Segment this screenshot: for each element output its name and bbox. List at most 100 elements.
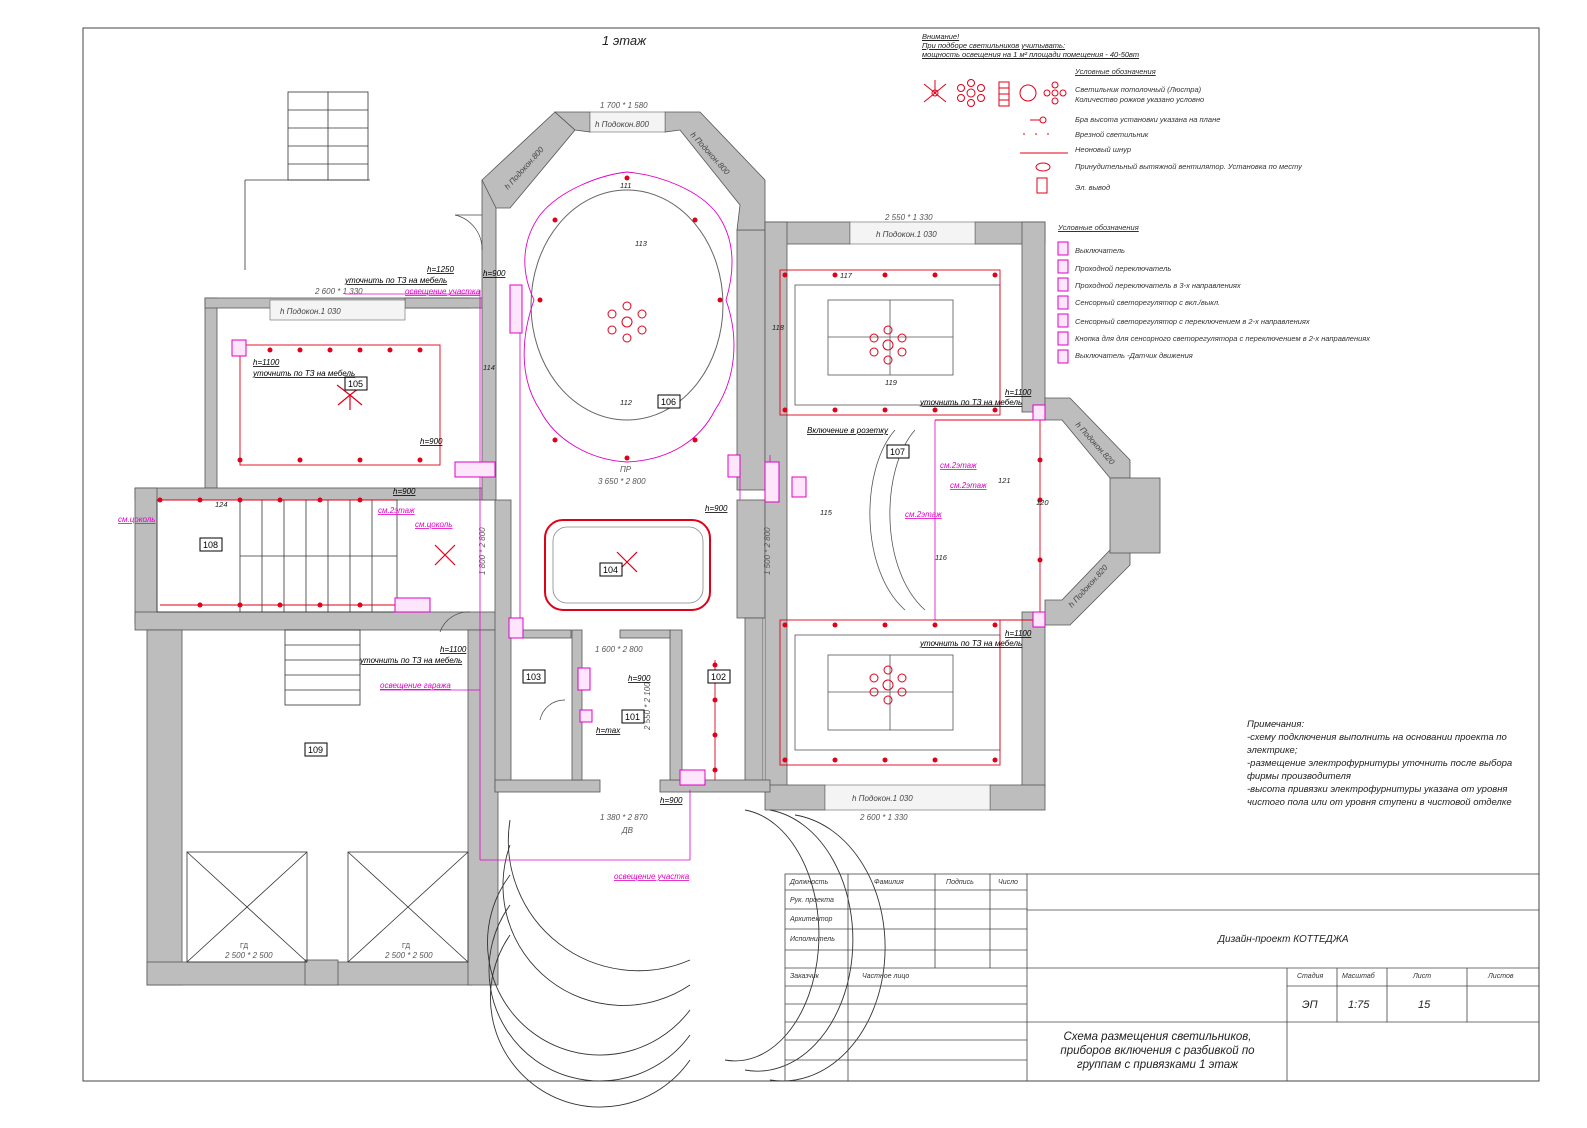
height-mark: h=900 xyxy=(420,437,443,446)
legend-symbols xyxy=(923,79,1068,194)
stamp-client-value: Частное лицо xyxy=(862,973,910,980)
staircase-garage xyxy=(284,629,361,706)
stamp-header: Листов xyxy=(1488,973,1514,980)
annotation: см.цоколь xyxy=(118,515,156,524)
stamp-row: Исполнитель xyxy=(790,936,835,943)
living-ceiling xyxy=(794,284,1001,751)
annotation: уточнить по ТЗ на мебель xyxy=(359,656,462,665)
switch-legend-item: Выключатель -Датчик движения xyxy=(1075,351,1193,360)
window-label: h Подокон.1 030 xyxy=(876,230,937,239)
switch-legend-item: Кнопка для для сенсорного светорегулятор… xyxy=(1075,334,1371,343)
chandelier-icon xyxy=(607,301,647,343)
annotation: уточнить по ТЗ на мебель xyxy=(919,639,1022,648)
dimension-label: 2 550 * 1 330 xyxy=(884,213,933,222)
group-label: 111 xyxy=(620,181,631,190)
annotation: Включение в розетку xyxy=(807,426,889,435)
title-block xyxy=(784,873,1540,1082)
stamp-header: Масштаб xyxy=(1342,973,1375,980)
annotation: уточнить по ТЗ на мебель xyxy=(919,398,1022,407)
annotation: освещение гаража xyxy=(380,681,451,690)
group-label: 124 xyxy=(215,500,228,509)
notes-line: -схему подключения выполнить на основани… xyxy=(1247,732,1507,756)
notes-line: -размещение электрофурнитуры уточнить по… xyxy=(1247,758,1513,782)
dimension-label: 1 380 * 2 870 xyxy=(600,813,648,822)
room-label: 109 xyxy=(308,745,323,755)
room-label: 106 xyxy=(661,397,676,407)
garage-doors xyxy=(186,851,469,963)
stamp-client-label: Заказчик xyxy=(790,973,819,980)
switch-legend-title: Условные обозначения xyxy=(1058,223,1139,232)
height-mark: h=max xyxy=(596,726,621,735)
annotation: освещение участка xyxy=(405,287,481,296)
garage-door-label: ГД xyxy=(402,943,410,950)
switch-boxes xyxy=(231,284,1046,786)
dimension-label: 2 600 * 1 330 xyxy=(314,287,363,296)
drawing-title: Схема размещения светильников, приборов … xyxy=(1060,1031,1255,1071)
door-swings xyxy=(439,214,566,721)
chandelier-icon xyxy=(869,325,907,365)
scale-value: 1:75 xyxy=(1348,999,1370,1011)
dimension-label: 1 600 * 2 800 xyxy=(595,645,643,654)
dimension-label: 2 600 * 1 330 xyxy=(859,813,908,822)
hall-ceiling xyxy=(523,171,735,463)
switch-wiring xyxy=(345,285,936,861)
stamp-row: Архитектор xyxy=(790,916,833,923)
light-circuits xyxy=(160,269,1041,780)
height-mark: h=900 xyxy=(393,487,416,496)
group-label: 115 xyxy=(820,508,833,517)
dimension-label: 1 800 * 2 800 xyxy=(478,527,487,575)
group-label: 117 xyxy=(840,271,853,280)
group-label: 114 xyxy=(483,363,495,372)
stamp-header: Должность xyxy=(790,879,829,886)
room-label: 101 xyxy=(625,712,640,722)
sheet-frame xyxy=(82,27,1540,1082)
staircase-left xyxy=(156,499,398,613)
garage-door-label: ГД xyxy=(240,943,248,950)
legend-item: Светильник потолочный (Люстра) xyxy=(1075,85,1202,94)
height-mark: h=1100 xyxy=(1005,629,1032,638)
annotation: уточнить по ТЗ на мебель xyxy=(344,276,447,285)
room-label: 104 xyxy=(603,565,618,575)
height-mark: h=900 xyxy=(660,796,683,805)
group-label: 118 xyxy=(772,323,785,332)
legend-item: Эл. вывод xyxy=(1075,183,1111,192)
stamp-header: Стадия xyxy=(1297,973,1324,980)
annotation: см.2этаж xyxy=(950,481,987,490)
stamp-header: Лист xyxy=(1413,973,1432,980)
annotation: см.2этаж xyxy=(940,461,977,470)
warning-title: Внимание! xyxy=(922,32,960,41)
legend-item: Врезной светильник xyxy=(1075,130,1149,139)
annotation: уточнить по ТЗ на мебель xyxy=(252,369,355,378)
project-name: Дизайн-проект КОТТЕДЖА xyxy=(1218,934,1349,945)
switch-legend-item: Проходной переключатель xyxy=(1075,264,1172,273)
group-label: 119 xyxy=(885,378,898,387)
plan-title: 1 этаж xyxy=(602,33,647,48)
annotation: см.2этаж xyxy=(905,510,942,519)
stamp-header: Число xyxy=(998,879,1018,886)
dimension-label: 2 550 * 2 100 xyxy=(643,682,652,731)
group-label: 113 xyxy=(635,239,648,248)
hall-ceiling-lower xyxy=(544,519,711,611)
switch-legend-item: Сенсорный светорегулятор с вкл./выкл. xyxy=(1075,298,1221,307)
window-label: h Подокон.1 030 xyxy=(852,794,913,803)
switch-legend-item: Выключатель xyxy=(1075,246,1125,255)
stamp-row: Рук. проекта xyxy=(790,897,834,904)
notes-block: Примечания: -схему подключения выполнить… xyxy=(1247,718,1537,809)
dimension-label: 3 650 * 2 800 xyxy=(598,477,646,486)
dimension-label: 2 500 * 2 500 xyxy=(224,951,273,960)
room-label: 105 xyxy=(348,379,363,389)
height-mark: h=900 xyxy=(705,504,728,513)
room-label: 108 xyxy=(203,540,218,550)
stamp-header: Фамилия xyxy=(874,879,904,886)
stage-value: ЭП xyxy=(1302,999,1318,1011)
legend-item: Неоновый шнур xyxy=(1075,145,1132,154)
window-label: h Подокон.1 030 xyxy=(280,307,341,316)
warning-line: мощность освещения на 1 м² площади помещ… xyxy=(922,50,1140,59)
group-label: 121 xyxy=(998,476,1011,485)
room-numbers: 106 105 108 104 103 101 102 109 107 xyxy=(199,376,910,757)
room-label: 102 xyxy=(711,672,726,682)
legend-item: Бра высота установки указана на плане xyxy=(1075,115,1221,124)
height-mark: h=1250 xyxy=(427,265,454,274)
window-label: h Подокон.800 xyxy=(595,120,650,129)
staircase-top xyxy=(244,91,370,270)
